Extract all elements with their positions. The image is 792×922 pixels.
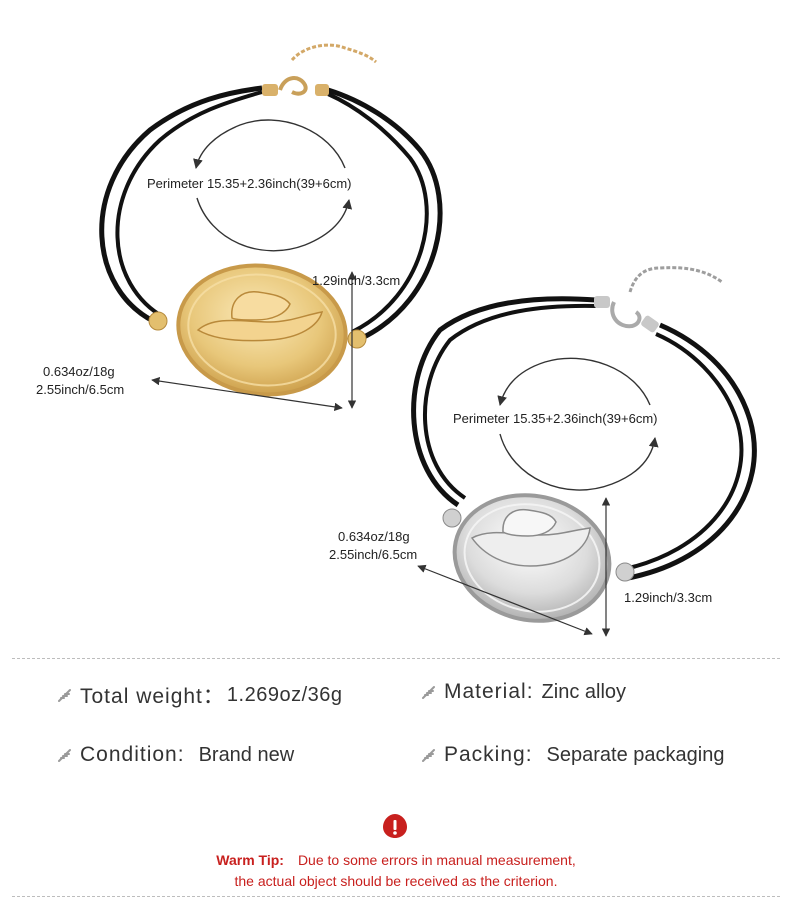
silver-cord-left-inner bbox=[422, 303, 597, 500]
gold-cord-left-outer bbox=[99, 85, 263, 325]
packing-label: Packing: bbox=[444, 743, 533, 766]
gold-perimeter-arc-bottom bbox=[196, 197, 353, 252]
spec-total-weight: Total weight： 1.269oz/36g bbox=[58, 680, 343, 710]
gold-height-label: 1.29inch/3.3cm bbox=[312, 273, 401, 288]
feather-icon bbox=[422, 686, 435, 699]
gold-cord-right-outer bbox=[327, 87, 443, 341]
gold-cord-end bbox=[262, 84, 278, 96]
divider-bottom bbox=[12, 896, 780, 897]
condition-label: Condition: bbox=[80, 743, 185, 766]
silver-width-line bbox=[417, 564, 593, 636]
gold-width-line bbox=[151, 376, 343, 412]
silver-cord-end-right bbox=[641, 315, 659, 333]
silver-bead-left bbox=[442, 508, 462, 528]
silver-weight-label: 0.634oz/18g bbox=[338, 529, 410, 544]
silver-cord-right-outer bbox=[627, 322, 757, 581]
spec-condition: Condition: Brand new bbox=[58, 743, 294, 767]
spec-packing: Packing: Separate packaging bbox=[422, 743, 724, 767]
feather-icon bbox=[422, 749, 435, 762]
warm-tip-line1: Warm Tip: Due to some errors in manual me… bbox=[0, 852, 792, 868]
product-illustration bbox=[99, 43, 757, 637]
warm-tip-text1: Due to some errors in manual measurement… bbox=[297, 852, 576, 868]
gold-bead-right bbox=[347, 329, 367, 349]
silver-width-label: 2.55inch/6.5cm bbox=[329, 547, 418, 562]
divider-top bbox=[12, 658, 780, 659]
gold-cord-left-inner bbox=[115, 90, 263, 320]
material-label: Material: bbox=[444, 680, 534, 703]
silver-cord-left-outer bbox=[411, 296, 597, 508]
material-value: Zinc alloy bbox=[541, 680, 627, 703]
silver-bead-right bbox=[615, 562, 635, 582]
silver-height-label: 1.29inch/3.3cm bbox=[624, 590, 713, 605]
packing-value: Separate packaging bbox=[546, 743, 725, 766]
silver-cord-right-inner bbox=[619, 332, 744, 572]
gold-cowboy-hat-icon bbox=[196, 291, 324, 342]
total-weight-value: 1.269oz/36g bbox=[226, 683, 343, 706]
gold-bead-left bbox=[148, 311, 168, 331]
spec-material: Material: Zinc alloy bbox=[422, 680, 626, 704]
total-weight-label: Total weight： bbox=[80, 685, 225, 708]
warm-tip-line2: the actual object should be received as … bbox=[234, 873, 558, 889]
gold-lobster-clasp bbox=[278, 76, 308, 96]
feather-icon bbox=[58, 749, 71, 762]
silver-lobster-clasp bbox=[610, 301, 642, 329]
gold-cord-right-inner bbox=[327, 92, 429, 334]
silver-cord-end bbox=[594, 296, 610, 308]
silver-perimeter-arc-bottom bbox=[499, 433, 659, 491]
silver-extension-chain bbox=[628, 266, 723, 293]
feather-icon bbox=[58, 689, 71, 702]
gold-weight-label: 0.634oz/18g bbox=[43, 364, 115, 379]
silver-perimeter-label: Perimeter 15.35+2.36inch(39+6cm) bbox=[453, 411, 658, 426]
gold-bracelet bbox=[99, 43, 443, 397]
silver-bracelet bbox=[411, 266, 757, 623]
gold-width-label: 2.55inch/6.5cm bbox=[36, 382, 125, 397]
gold-cord-end-right bbox=[315, 84, 329, 96]
gold-perimeter-label: Perimeter 15.35+2.36inch(39+6cm) bbox=[147, 176, 352, 191]
warm-tip-label: Warm Tip: bbox=[216, 852, 284, 868]
silver-perimeter-arc-top bbox=[497, 357, 651, 406]
condition-value: Brand new bbox=[198, 743, 295, 766]
warning-icon bbox=[383, 814, 407, 838]
gold-perimeter-arc-top bbox=[193, 119, 346, 169]
gold-extension-chain bbox=[290, 43, 377, 64]
silver-cowboy-hat-icon bbox=[470, 508, 591, 567]
